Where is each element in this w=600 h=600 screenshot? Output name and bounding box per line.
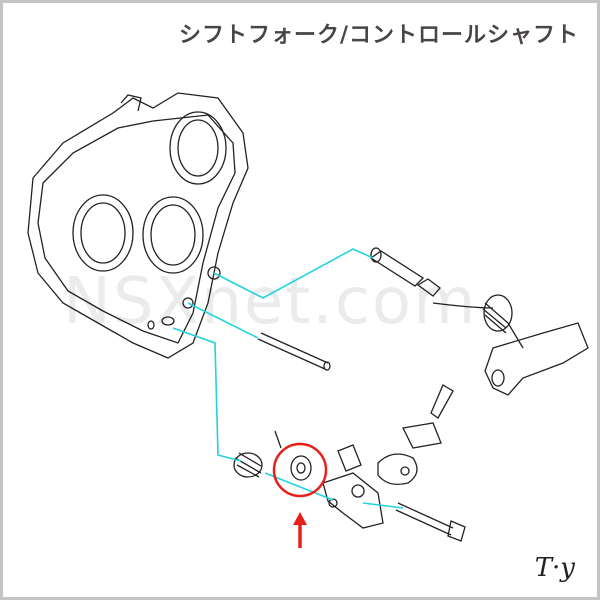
parts-diagram xyxy=(27,92,589,548)
cam-plate xyxy=(377,453,418,486)
control-arm xyxy=(484,322,589,396)
shift-fork-shaft xyxy=(257,332,331,371)
watermark: NSXnet.com xyxy=(63,265,478,339)
leader-lines xyxy=(172,248,404,509)
transmission-housing xyxy=(27,92,249,359)
stopper-arm xyxy=(322,472,384,529)
highlight-circle xyxy=(272,442,328,498)
page-title: シフトフォーク/コントロールシャフト xyxy=(178,23,579,48)
collar xyxy=(337,444,362,472)
long-bolt xyxy=(395,502,466,542)
red-up-arrow-icon xyxy=(293,512,307,548)
return-spring xyxy=(432,294,524,349)
washer xyxy=(290,455,312,481)
signature: T·y xyxy=(534,553,575,583)
bolt-small xyxy=(402,384,454,449)
shift-drum-pin xyxy=(369,247,441,297)
